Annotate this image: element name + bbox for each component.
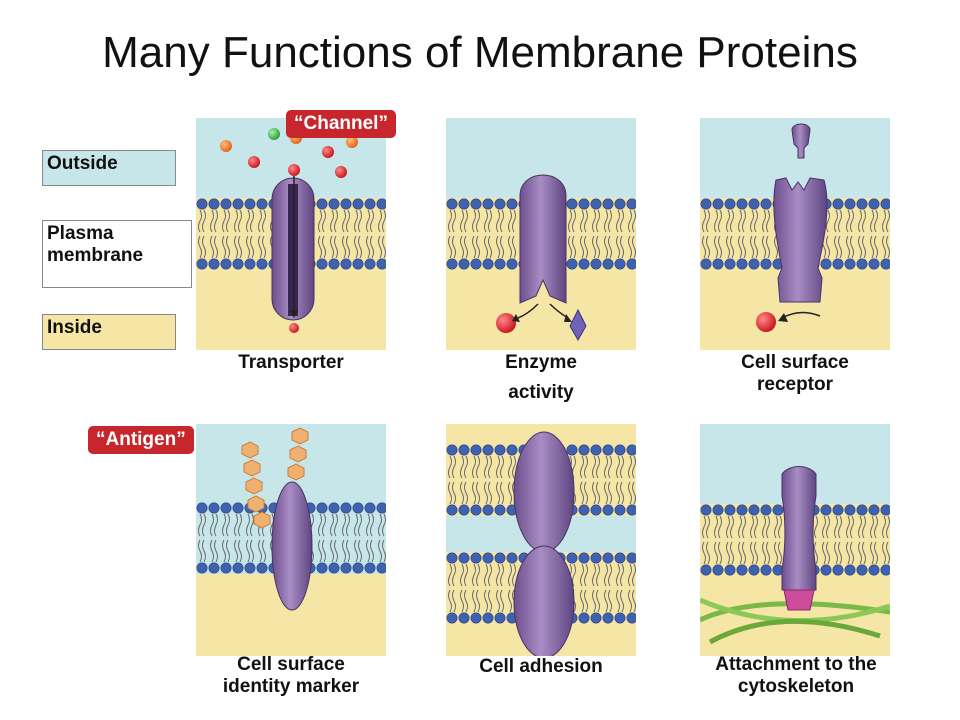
identity-marker-diagram [196, 424, 386, 656]
solute-green [268, 128, 280, 140]
page-title: Many Functions of Membrane Proteins [102, 28, 858, 77]
anchoring-protein [781, 466, 817, 591]
glycoprotein [271, 481, 313, 611]
linker-protein [783, 589, 815, 611]
legend-outside: Outside [42, 150, 176, 186]
receptor-protein [773, 177, 828, 303]
label-attach-line1: Attachment to the [715, 654, 877, 675]
label-receptor-line2: receptor [756, 374, 834, 395]
glycan-chain-left [241, 441, 271, 529]
cell-adhesion-diagram [446, 424, 636, 656]
label-enzyme-line2: activity [508, 382, 574, 403]
glycan-chain-right [287, 427, 309, 481]
label-cell-surface-receptor: Cell surface receptor [690, 352, 900, 396]
enzyme-diagram [446, 118, 636, 350]
antigen-tag: “Antigen” [88, 426, 194, 454]
label-identity-line1: Cell surface [237, 654, 345, 675]
label-transporter: Transporter [238, 352, 344, 373]
solute-orange [220, 140, 232, 152]
solute-red [248, 156, 260, 168]
label-identity-marker: Cell surface identity marker [186, 654, 396, 698]
panel-cell-adhesion [446, 424, 636, 656]
panel-transporter [196, 118, 386, 350]
legend-plasma-membrane: Plasma membrane [42, 220, 192, 288]
product-diamond [569, 308, 587, 342]
cytoskeleton-diagram [700, 424, 890, 656]
adhesion-protein-lower [513, 545, 575, 656]
adhesion-protein-upper [513, 431, 575, 553]
label-enzyme-line1: Enzyme [505, 352, 577, 373]
legend-inside: Inside [42, 314, 176, 350]
legend-inside-label: Inside [47, 317, 102, 338]
panel-cytoskeleton-attachment [700, 424, 890, 656]
legend-outside-label: Outside [47, 153, 118, 174]
label-identity-line2: identity marker [222, 676, 360, 697]
panel-cell-surface-receptor [700, 118, 890, 350]
label-receptor-line1: Cell surface [741, 352, 849, 373]
receptor-diagram [700, 118, 890, 350]
legend-membrane-line1: Plasma [47, 223, 114, 244]
channel-tag: “Channel” [286, 110, 396, 138]
legend-membrane-line2: membrane [47, 245, 144, 266]
product-sphere [496, 313, 516, 333]
label-attach-line2: cytoskeleton [737, 676, 855, 697]
panel-enzyme-activity [446, 118, 636, 350]
panel-identity-marker [196, 424, 386, 656]
transporter-diagram [196, 118, 386, 350]
enzyme-protein [519, 174, 567, 304]
label-cytoskeleton-attachment: Attachment to the cytoskeleton [680, 654, 912, 698]
label-cell-adhesion: Cell adhesion [479, 656, 603, 677]
cytoskeleton-filament [700, 601, 890, 623]
label-enzyme-activity: Enzyme activity [446, 352, 636, 404]
signal-molecule [791, 123, 811, 159]
signal-output [756, 312, 776, 332]
